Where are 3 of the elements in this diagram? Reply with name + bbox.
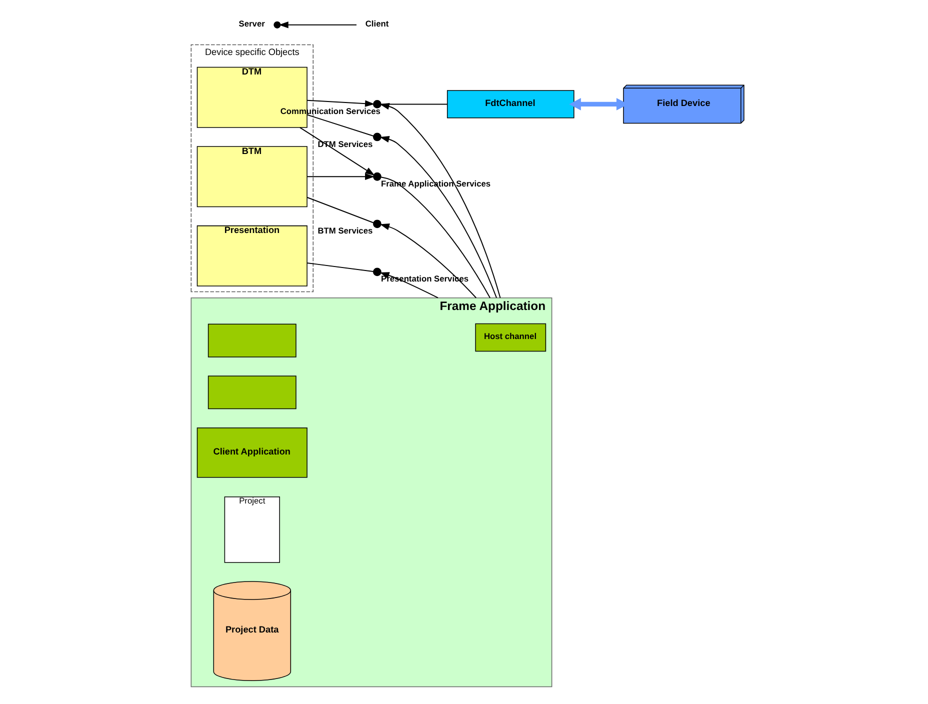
node-label: BTM Services bbox=[317, 226, 372, 236]
legend-label: Server bbox=[238, 18, 264, 28]
legend-label: Client bbox=[364, 18, 388, 28]
